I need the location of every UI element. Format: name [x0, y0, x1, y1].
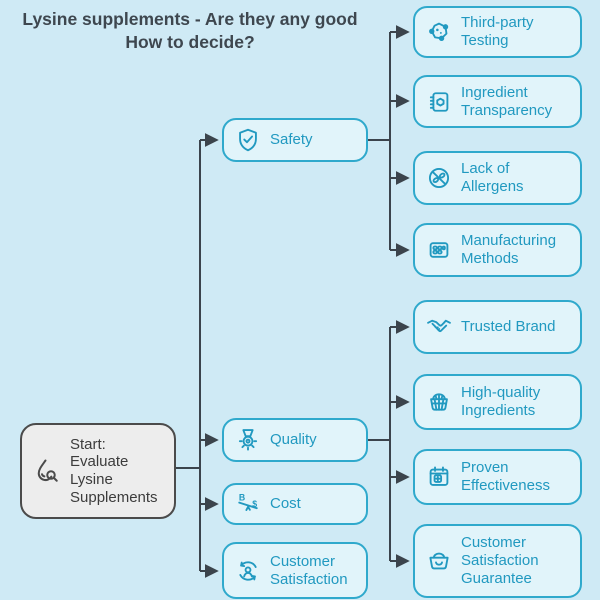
- shield-check-icon: [234, 126, 262, 154]
- node-customer-satisfaction: Customer Satisfaction: [222, 542, 368, 599]
- node-customer-satisfaction-guarantee-label: Customer Satisfaction Guarantee: [461, 534, 539, 587]
- woven-basket-icon: [425, 388, 453, 416]
- node-trusted-brand: Trusted Brand: [413, 300, 582, 354]
- node-trusted-brand-label: Trusted Brand: [461, 318, 556, 336]
- calendar-plus-icon: [425, 463, 453, 491]
- node-proven-effectiveness-label: Proven Effectiveness: [461, 459, 550, 494]
- node-proven-effectiveness: Proven Effectiveness: [413, 449, 582, 505]
- node-third-party-testing: Third-party Testing: [413, 6, 582, 58]
- node-lack-of-allergens: Lack of Allergens: [413, 151, 582, 205]
- node-safety-label: Safety: [270, 131, 313, 149]
- node-start-label: Start: Evaluate Lysine Supplements: [70, 435, 158, 506]
- medal-icon: [234, 426, 262, 454]
- node-third-party-testing-label: Third-party Testing: [461, 14, 534, 49]
- price-balance-icon: B $: [234, 490, 262, 518]
- node-customer-satisfaction-label: Customer Satisfaction: [270, 552, 348, 588]
- node-customer-satisfaction-guarantee: Customer Satisfaction Guarantee: [413, 524, 582, 598]
- node-high-quality-ingredients-label: High-quality Ingredients: [461, 384, 541, 419]
- lab-cell-icon: [425, 18, 453, 46]
- node-high-quality-ingredients: High-quality Ingredients: [413, 374, 582, 430]
- node-manufacturing-methods-label: Manufacturing Methods: [461, 232, 557, 267]
- node-manufacturing-methods: Manufacturing Methods: [413, 223, 582, 277]
- page-title-line1: Lysine supplements - Are they any good: [22, 9, 358, 29]
- blister-pack-icon: [425, 236, 453, 264]
- node-ingredient-transparency-label: Ingredient Transparency: [461, 83, 553, 119]
- smiling-basket-icon: [425, 547, 453, 575]
- page-title-line2: How to decide?: [125, 31, 255, 52]
- node-ingredient-transparency: Ingredient Transparency: [413, 75, 582, 128]
- node-quality-label: Quality: [270, 431, 317, 449]
- node-safety: Safety: [222, 118, 368, 162]
- node-start: Start: Evaluate Lysine Supplements: [20, 423, 176, 519]
- droplet-search-icon: [32, 456, 62, 486]
- node-lack-of-allergens-label: Lack of Allergens: [461, 160, 524, 195]
- handshake-icon: [425, 313, 453, 341]
- page-title: Lysine supplements - Are they any good H…: [4, 8, 376, 54]
- svg-text:$: $: [252, 499, 257, 509]
- node-quality: Quality: [222, 418, 368, 462]
- customer-loop-icon: [234, 557, 262, 585]
- ingredient-notebook-icon: [425, 88, 453, 116]
- node-cost: B $ Cost: [222, 483, 368, 525]
- svg-text:B: B: [239, 493, 245, 503]
- no-allergens-icon: [425, 164, 453, 192]
- node-cost-label: Cost: [270, 495, 301, 513]
